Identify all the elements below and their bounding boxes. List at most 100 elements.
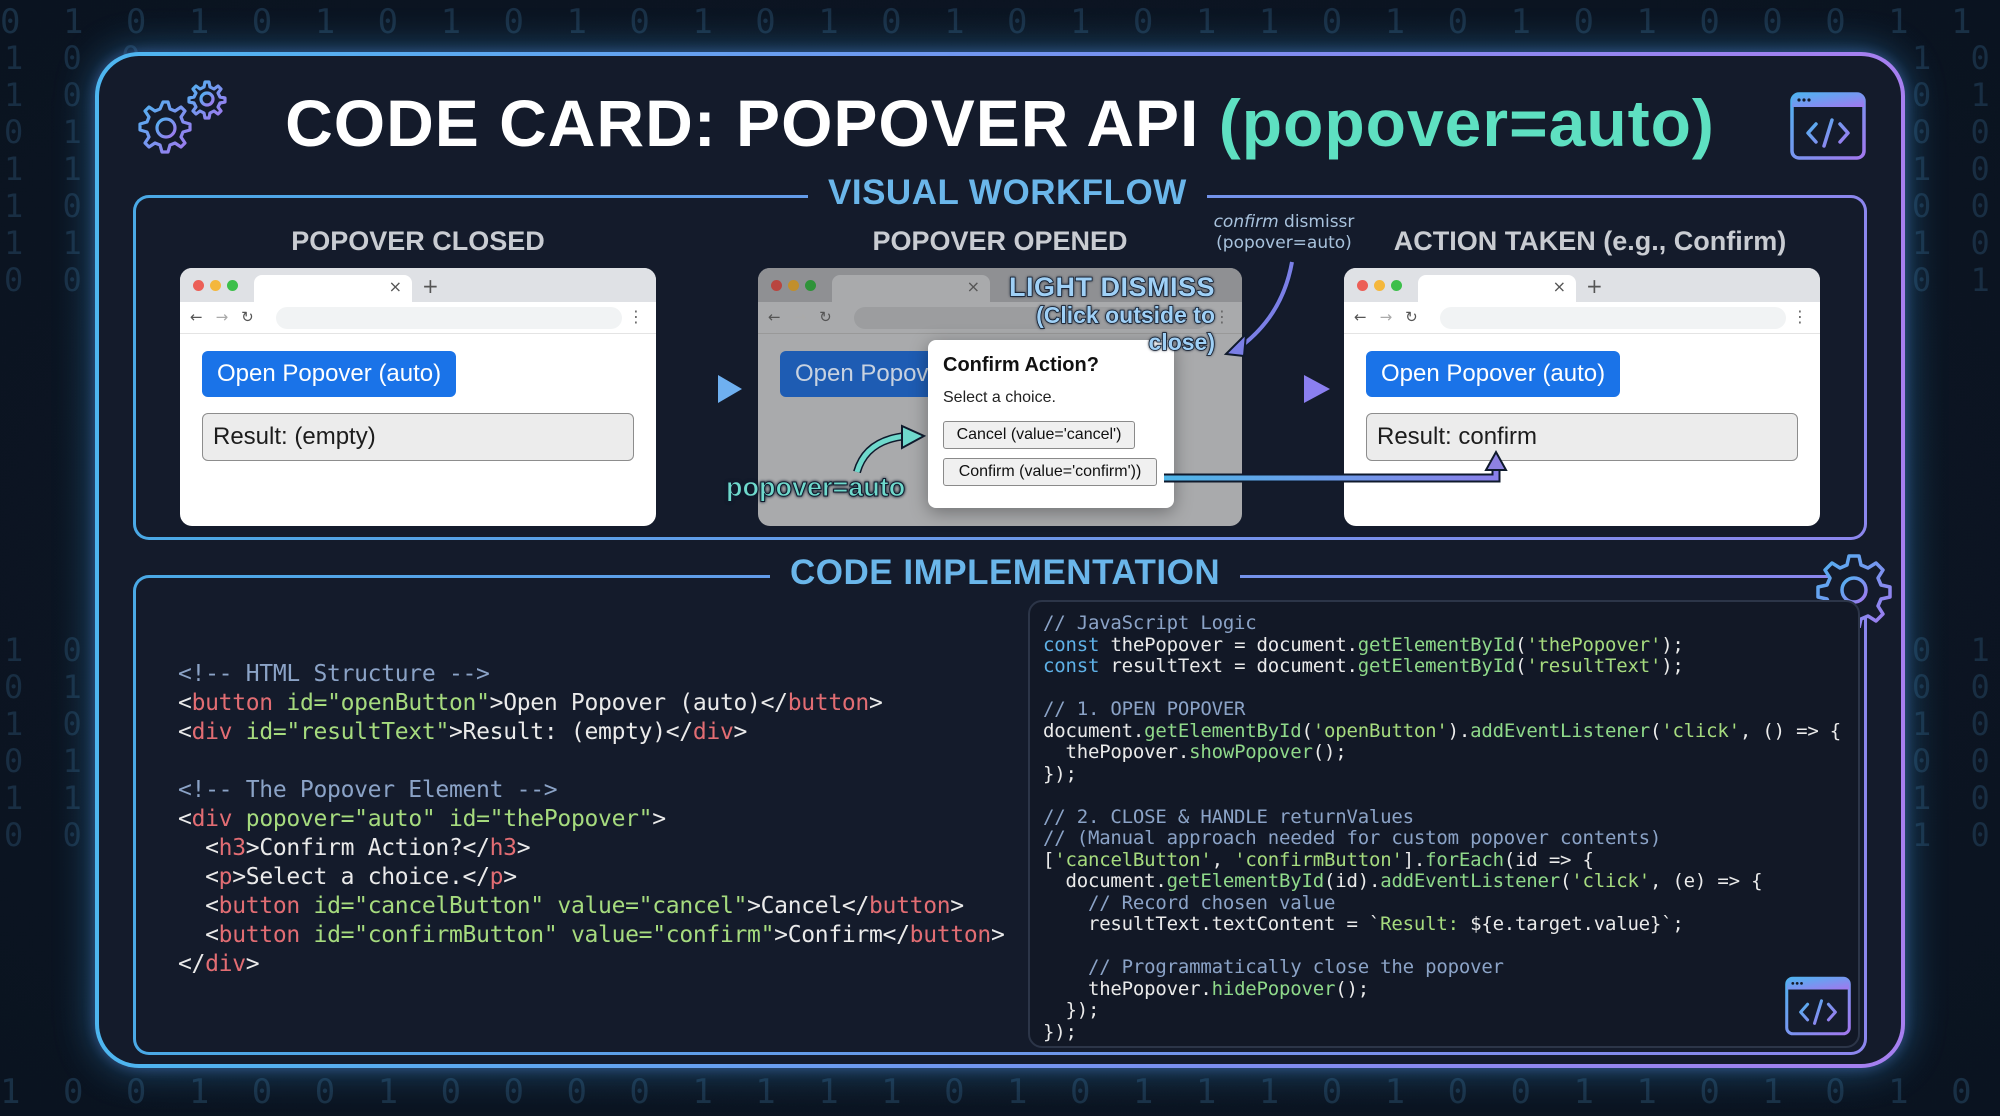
new-tab-icon[interactable]: + — [422, 274, 439, 298]
code-token: resultText = document. — [1099, 655, 1358, 677]
address-bar[interactable] — [1440, 307, 1786, 329]
code-token: >Cancel</ — [747, 893, 869, 919]
address-bar[interactable] — [854, 307, 1208, 329]
maximize-window-dot[interactable] — [227, 280, 238, 291]
code-token — [557, 922, 571, 948]
close-window-dot[interactable] — [771, 280, 782, 291]
js-code-line: document.getElementById(id).addEventList… — [1043, 870, 1841, 893]
browser-tab[interactable]: × — [254, 275, 412, 302]
code-token: popover="auto" — [245, 806, 436, 832]
code-token — [300, 922, 314, 948]
minimize-window-dot[interactable] — [210, 280, 221, 291]
html-code-line: <button id="openButton">Open Popover (au… — [178, 689, 1005, 718]
forward-icon[interactable]: → — [793, 308, 807, 326]
code-token: ( — [1515, 655, 1527, 677]
js-code-line: // JavaScript Logic — [1043, 612, 1841, 635]
close-window-dot[interactable] — [193, 280, 204, 291]
reload-icon[interactable]: ↻ — [819, 308, 832, 326]
code-token: Result: — [1380, 913, 1471, 935]
browser-tab[interactable]: × — [832, 275, 990, 302]
title-main: CODE CARD: POPOVER API — [285, 86, 1219, 160]
code-token: }); — [1043, 999, 1100, 1021]
code-token: div — [205, 951, 246, 977]
browser-toolbar: ← → ↻ ⋮ — [758, 302, 1242, 334]
open-popover-button[interactable]: Open Popover (auto) — [1366, 351, 1621, 397]
code-token: (); — [1312, 741, 1347, 763]
code-token: id="confirmButton" — [313, 922, 558, 948]
code-implementation-heading: CODE IMPLEMENTATION — [770, 553, 1241, 593]
code-token: </ — [178, 951, 206, 977]
minimize-window-dot[interactable] — [1374, 280, 1385, 291]
code-token: div — [191, 719, 233, 745]
js-code-line: const thePopover = document.getElementBy… — [1043, 634, 1841, 657]
code-token: ${e.target.value}`; — [1470, 913, 1684, 935]
code-token: ( — [1649, 719, 1662, 742]
js-code-line: resultText.textContent = `Result: ${e.ta… — [1043, 913, 1841, 936]
code-token: >Result: (empty)</ — [449, 719, 693, 745]
reload-icon[interactable]: ↻ — [1405, 308, 1418, 326]
code-token: p — [218, 864, 233, 890]
code-token: }); — [1043, 1020, 1077, 1043]
reload-icon[interactable]: ↻ — [241, 308, 254, 326]
code-token: < — [178, 893, 219, 919]
code-token: >Confirm Action?</ — [245, 835, 490, 861]
maximize-window-dot[interactable] — [1391, 280, 1402, 291]
code-token: addEventListener — [1380, 870, 1561, 892]
forward-icon[interactable]: → — [1379, 308, 1393, 326]
browser-menu-icon[interactable]: ⋮ — [1792, 307, 1808, 326]
code-token: button — [191, 690, 274, 716]
code-token: // 1. OPEN POPOVER — [1043, 698, 1246, 720]
back-icon[interactable]: ← — [1354, 308, 1367, 326]
code-token: button — [787, 690, 870, 716]
code-token: addEventListener — [1470, 719, 1650, 742]
maximize-window-dot[interactable] — [805, 280, 816, 291]
annotation-line2: (popover=auto) — [1216, 233, 1352, 253]
close-window-dot[interactable] — [1357, 280, 1368, 291]
browser-tab[interactable]: × — [1418, 275, 1576, 302]
code-token: h3 — [218, 835, 246, 861]
address-bar[interactable] — [276, 307, 622, 329]
stage-title-opened: POPOVER OPENED — [872, 226, 1128, 256]
minimize-window-dot[interactable] — [788, 280, 799, 291]
close-tab-icon[interactable]: × — [966, 277, 980, 296]
html-code-line: <h3>Confirm Action?</h3> — [178, 834, 1005, 863]
new-tab-icon[interactable]: + — [1586, 274, 1603, 298]
cancel-button[interactable]: Cancel (value='cancel') — [943, 421, 1135, 449]
code-token: >Select a choice.</ — [232, 864, 490, 890]
html-code-line: <p>Select a choice.</p> — [178, 863, 1005, 892]
js-code-line: // Programmatically close the popover — [1043, 956, 1841, 979]
js-code-line: // Record chosen value — [1043, 892, 1841, 915]
back-icon[interactable]: ← — [190, 308, 203, 326]
code-token: showPopover — [1189, 741, 1313, 763]
title-accent: (popover=auto) — [1218, 86, 1715, 160]
html-code-block: <!-- HTML Structure --><button id="openB… — [178, 660, 1005, 979]
browser-menu-icon[interactable]: ⋮ — [1214, 307, 1230, 326]
js-code-line: }); — [1043, 763, 1841, 786]
code-token: >Open Popover (auto)</ — [489, 690, 788, 716]
browser-menu-icon[interactable]: ⋮ — [628, 307, 644, 326]
code-token: h3 — [489, 835, 517, 861]
code-token: <!-- The Popover Element --> — [178, 777, 558, 803]
browser-tab-bar: × + — [180, 268, 656, 302]
html-code-line: </div> — [178, 950, 1005, 979]
stage-title-action: ACTION TAKEN (e.g., Confirm) — [1393, 226, 1787, 256]
code-token: button — [218, 922, 301, 948]
close-tab-icon[interactable]: × — [388, 277, 402, 296]
code-token: getElementById — [1357, 655, 1516, 677]
open-popover-button[interactable]: Open Popover (auto) — [202, 351, 457, 397]
forward-icon[interactable]: → — [215, 308, 229, 326]
code-token: < — [178, 864, 219, 890]
confirm-button[interactable]: Confirm (value='confirm')) — [943, 458, 1157, 486]
code-token: > — [990, 922, 1005, 948]
back-icon[interactable]: ← — [768, 308, 781, 326]
js-code-line: // 2. CLOSE & HANDLE returnValues — [1043, 806, 1841, 829]
code-token: < — [178, 719, 192, 745]
close-tab-icon[interactable]: × — [1552, 277, 1566, 296]
code-token — [435, 806, 449, 832]
js-code-line — [1043, 785, 1841, 807]
stage-title-closed: POPOVER CLOSED — [291, 226, 545, 256]
js-code-line — [1043, 936, 1841, 958]
code-token: 'click' — [1571, 870, 1650, 892]
js-code-line — [1043, 678, 1841, 700]
code-token: > — [503, 864, 517, 890]
